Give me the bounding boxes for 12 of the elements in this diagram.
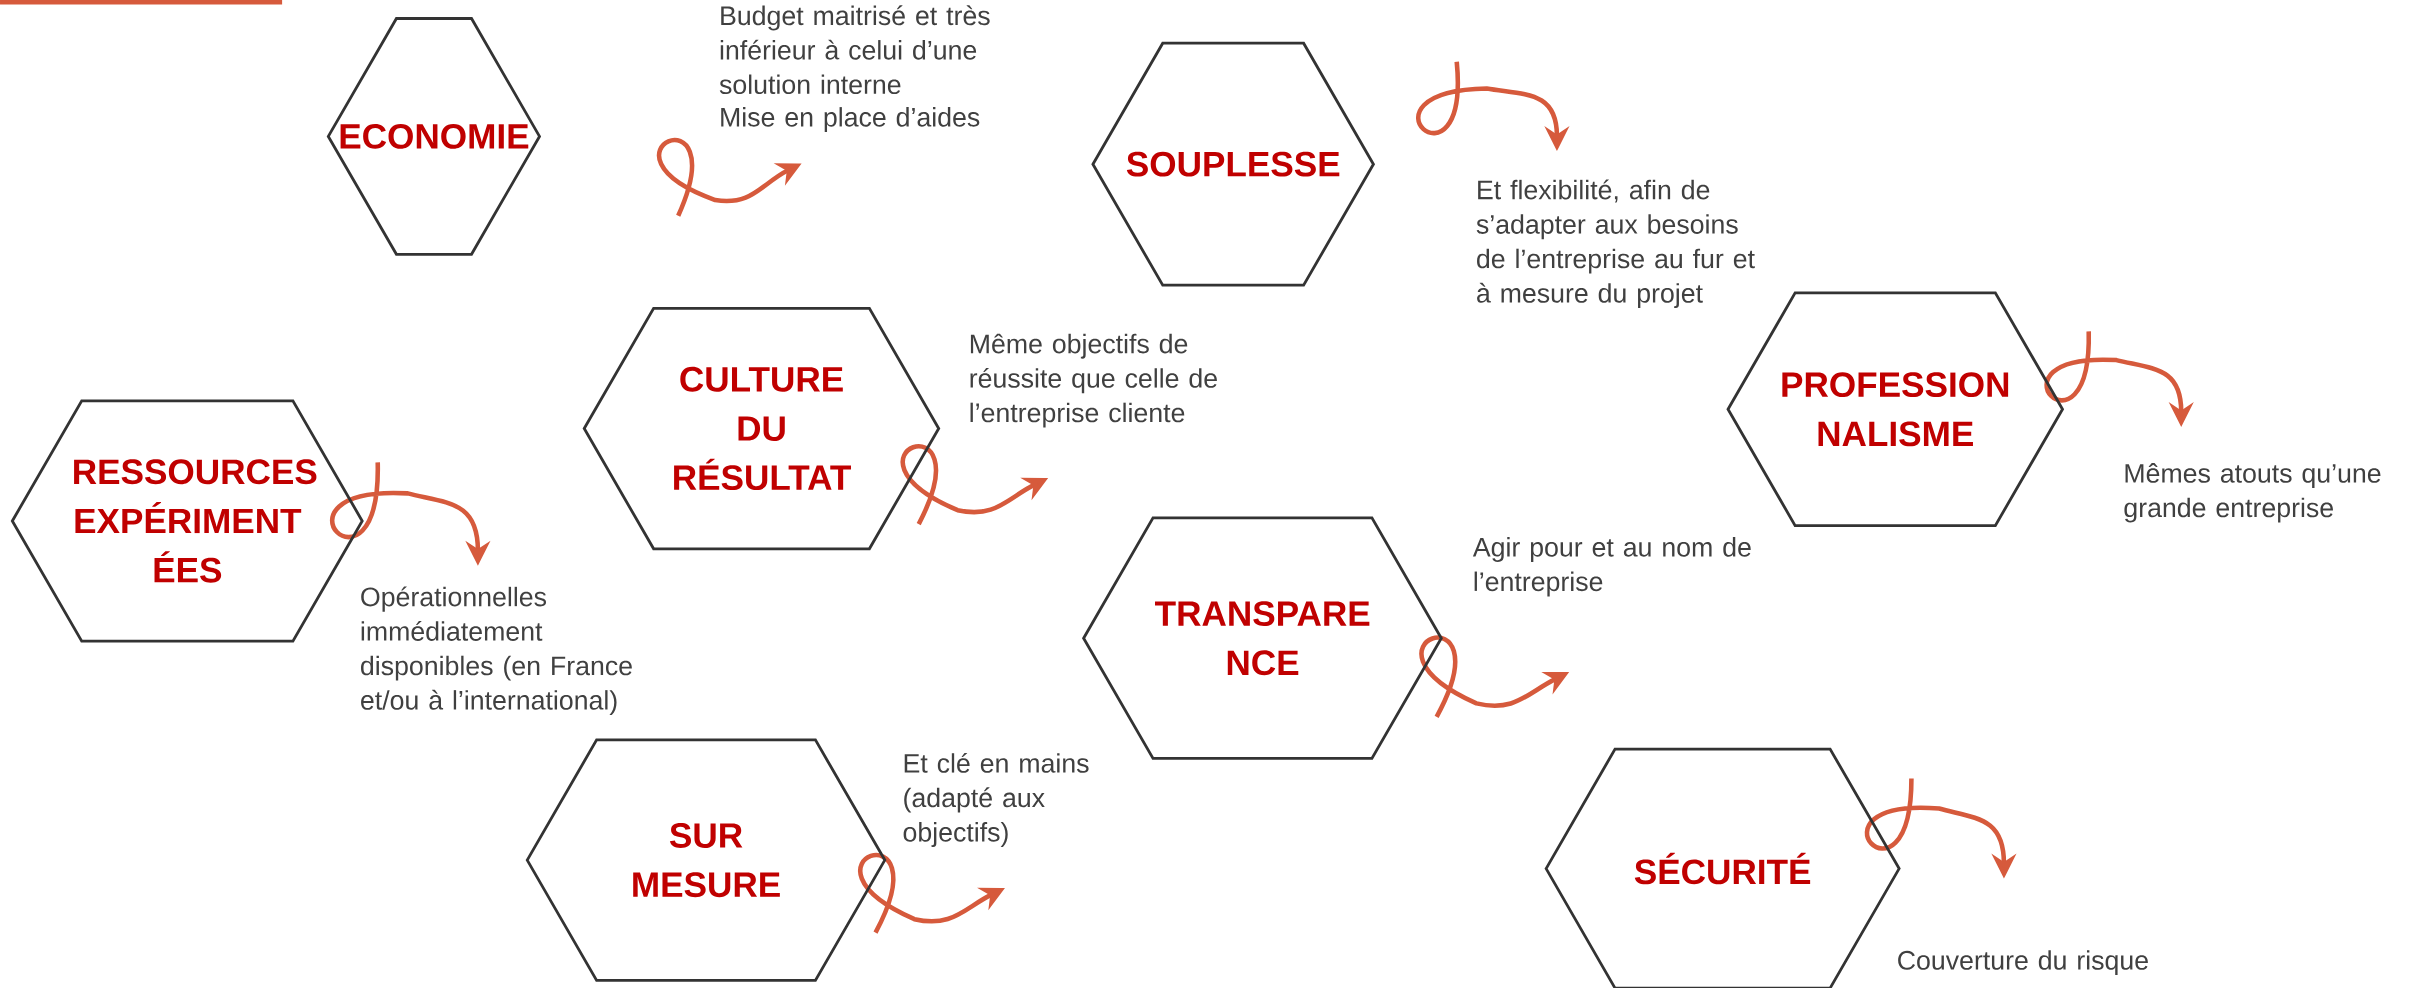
description-text: Mêmes atouts qu’une grande entreprise: [2124, 463, 2381, 523]
description-text: Même objectifs de réussite que celle de l’entreprise cliente: [970, 333, 1217, 428]
description-text: Mise en place d’aides: [721, 107, 980, 132]
description-text: Couverture du risque: [1898, 950, 2148, 976]
description-text: Budget maitrisé et très inférieur à celui d’une solution interne: [719, 5, 990, 95]
description-text: Opérationnelles immédiatement disponibles (en France et/ou à l’international): [361, 586, 632, 715]
hexagon: ECONOMIE: [326, 17, 542, 256]
description-text: Agir pour et au nom de l’entreprise: [1472, 537, 1751, 597]
hexagon: SOUPLESSE: [1091, 41, 1376, 287]
hexagon: CULTURE DU RÉSULTAT: [582, 306, 941, 551]
hexagon: SUR MESURE: [525, 738, 887, 982]
hexagon: PROFESSION NALISME: [1726, 291, 2065, 527]
